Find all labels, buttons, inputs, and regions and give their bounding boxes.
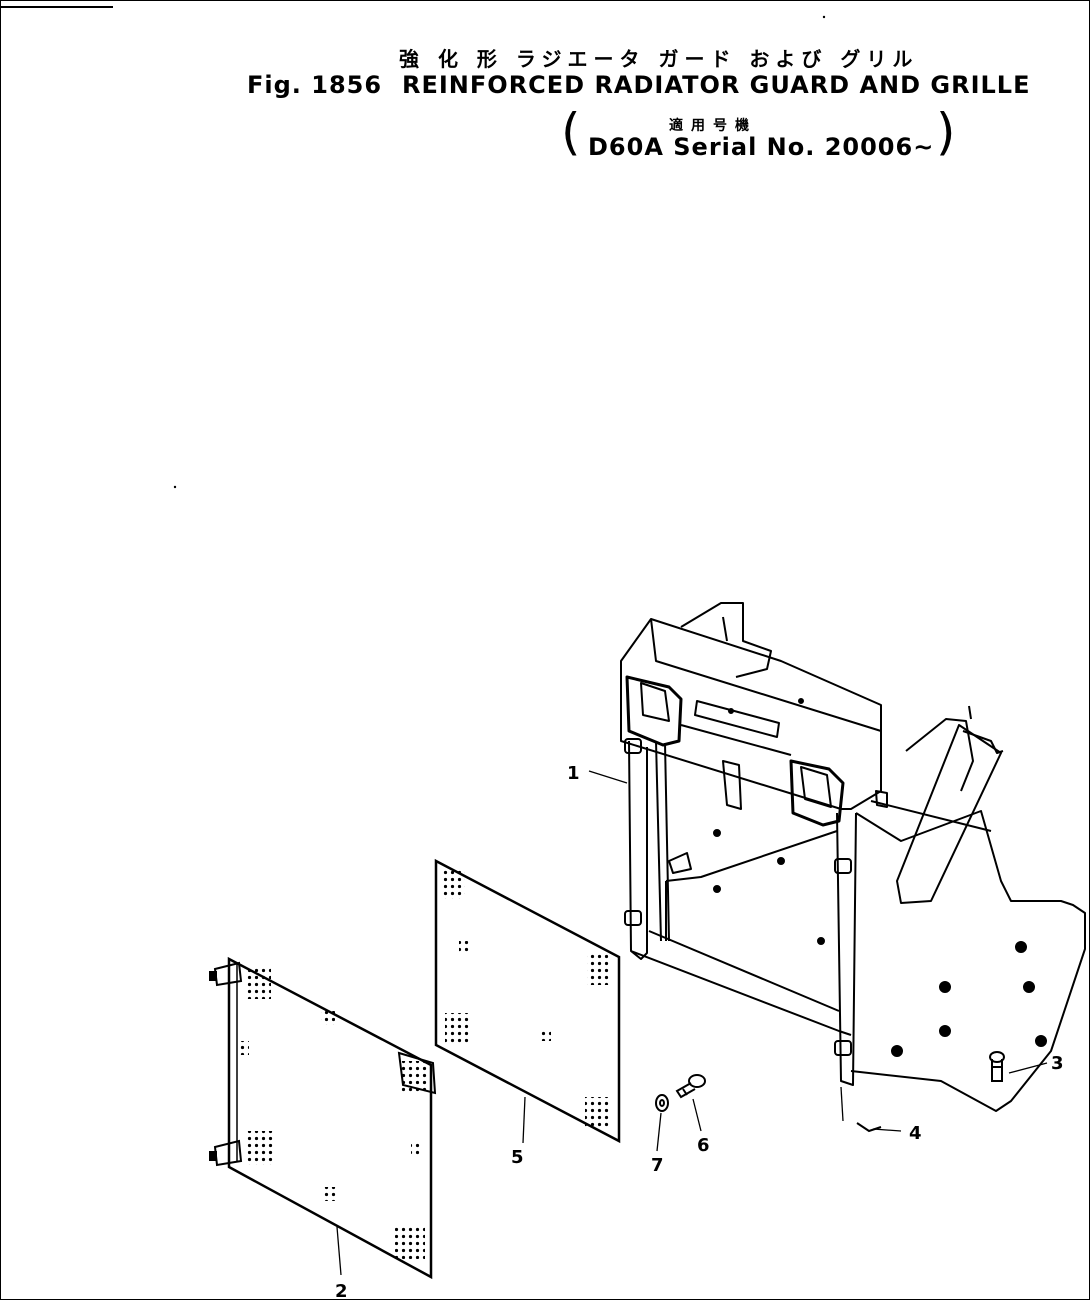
bolt-6 [675,1074,706,1099]
radiator-guard-frame [620,602,1086,1112]
callout-6: 6 [697,1135,710,1156]
serial-range: D60A Serial No. 20006~ [588,133,935,161]
grille-panel [209,956,437,1280]
callout-3: 3 [1051,1053,1064,1074]
left-parenthesis: ( [561,103,581,161]
part-4 [856,1122,882,1133]
right-parenthesis: ) [936,103,956,161]
washer-7 [655,1094,669,1112]
callout-7: 7 [651,1155,664,1176]
callout-2: 2 [335,1281,348,1299]
corner-rule [1,6,113,8]
applicability-label: 適用号機 [669,118,757,134]
title-japanese: 強 化 形 ラジエータ ガード および グリル [399,47,919,71]
callout-5: 5 [511,1147,524,1168]
bolt-3 [989,1051,1005,1082]
figure-number: Fig. 1856 [247,71,383,99]
leader-lines [336,770,1048,1276]
callout-4: 4 [909,1123,922,1144]
inner-screen-panel [434,858,621,1144]
callout-labels: 1 2 3 4 5 6 7 [335,763,1064,1299]
callout-1: 1 [567,763,580,784]
figure-title: REINFORCED RADIATOR GUARD AND GRILLE [402,71,1031,99]
